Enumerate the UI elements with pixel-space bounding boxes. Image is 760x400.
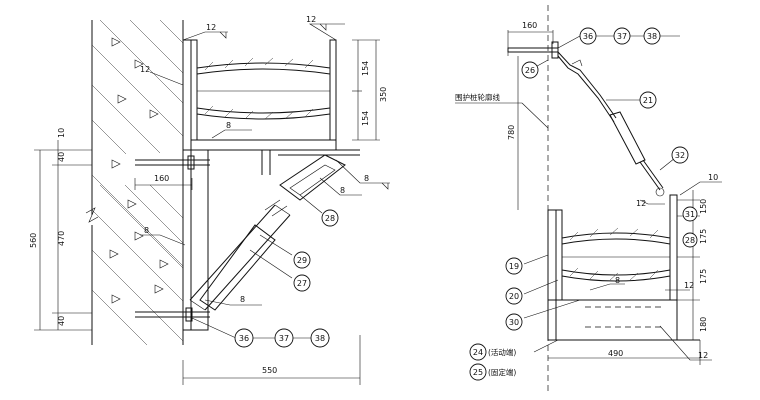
weld-12-top: 12 [636,199,646,208]
callout-38: 38 [315,334,325,343]
right-lower-callouts: 31 28 19 20 30 24 (活动端) 25 (固定端) [469,206,698,381]
right-detail: 160 780 围护桩轮廓线 36 [455,5,722,395]
right-side-dimensions: 10 150 175 175 180 12 12 8 [589,173,722,340]
left-height-dimensions: 10 40 470 40 560 [29,128,92,331]
width-550-dimension: 550 [182,335,361,385]
callout-36: 36 [583,32,593,41]
callout-20: 20 [509,292,519,301]
right-top-callouts: 36 37 38 26 21 32 [521,27,689,171]
weld-symbols-middle: 8 8 8 8 8 [140,121,390,306]
height-780-dimension: 780 [507,56,519,210]
embed-length-dimension: 160 [134,174,193,190]
guard-rail-axis-label: 围护桩轮廓线 [455,92,500,102]
corbel-bracket [182,139,360,331]
dim-550: 550 [262,366,277,375]
callout-24: 24 [473,348,483,357]
callout-37: 37 [617,32,627,41]
dim-150: 150 [699,199,708,214]
dim-490: 490 [608,349,623,358]
callout-21: 21 [643,96,653,105]
beam-height-dimensions: 154 154 350 [352,39,388,141]
dim-350: 350 [379,87,388,102]
dim-560: 560 [29,233,38,248]
callout-31: 31 [685,210,695,219]
left-callouts: 28 29 27 36 37 38 [191,194,339,348]
dim-40-top: 40 [57,152,66,162]
weld-8: 8 [615,276,620,285]
dim-154-bottom: 154 [361,111,370,126]
upper-steel-beam [190,39,337,141]
tie-rod-assembly [557,51,665,197]
width-490-dimension: 490 12 [548,325,712,365]
weld-label: 12 [140,65,150,74]
weld-label: 12 [206,23,216,32]
weld-label: 8 [340,186,345,195]
lower-steel-beam [548,194,700,341]
callout-28: 28 [325,214,335,223]
callout-38: 38 [647,32,657,41]
callout-29: 29 [297,256,307,265]
callout-27: 27 [297,279,307,288]
top-embed: 160 [507,21,559,59]
callout-30: 30 [509,318,519,327]
dim-175-top: 175 [699,229,708,244]
weld-12-bottom: 12 [684,281,694,290]
weld-label: 8 [364,174,369,183]
dim-160-right: 160 [522,21,537,30]
left-detail: 12 12 12 154 154 350 [29,15,390,385]
callout-25: 25 [473,368,483,377]
dim-470: 470 [57,231,66,246]
callout-19: 19 [509,262,519,271]
callout-28: 28 [685,236,695,245]
dim-10: 10 [57,128,66,138]
dim-160: 160 [154,174,169,183]
weld-12-base: 12 [698,351,708,360]
weld-label: 8 [226,121,231,130]
anchor-bolts [135,155,210,322]
fixed-end-label: (固定端) [488,367,516,377]
dim-180: 180 [699,317,708,332]
callout-26: 26 [525,66,535,75]
weld-10: 10 [708,173,718,182]
guard-outline-label: 围护桩轮廓线 [455,92,549,129]
dim-175-bottom: 175 [699,269,708,284]
callout-37: 37 [279,334,289,343]
dim-780: 780 [507,125,516,140]
weld-label: 12 [306,15,316,24]
movable-end-label: (活动端) [488,347,516,357]
dim-40-bottom: 40 [57,316,66,326]
callout-36: 36 [239,334,249,343]
weld-label: 8 [144,226,149,235]
dim-154-top: 154 [361,61,370,76]
right-wall-plate [547,209,557,341]
callout-32: 32 [675,151,685,160]
weld-label: 8 [240,295,245,304]
top-weld-symbols: 12 12 12 [140,15,345,86]
